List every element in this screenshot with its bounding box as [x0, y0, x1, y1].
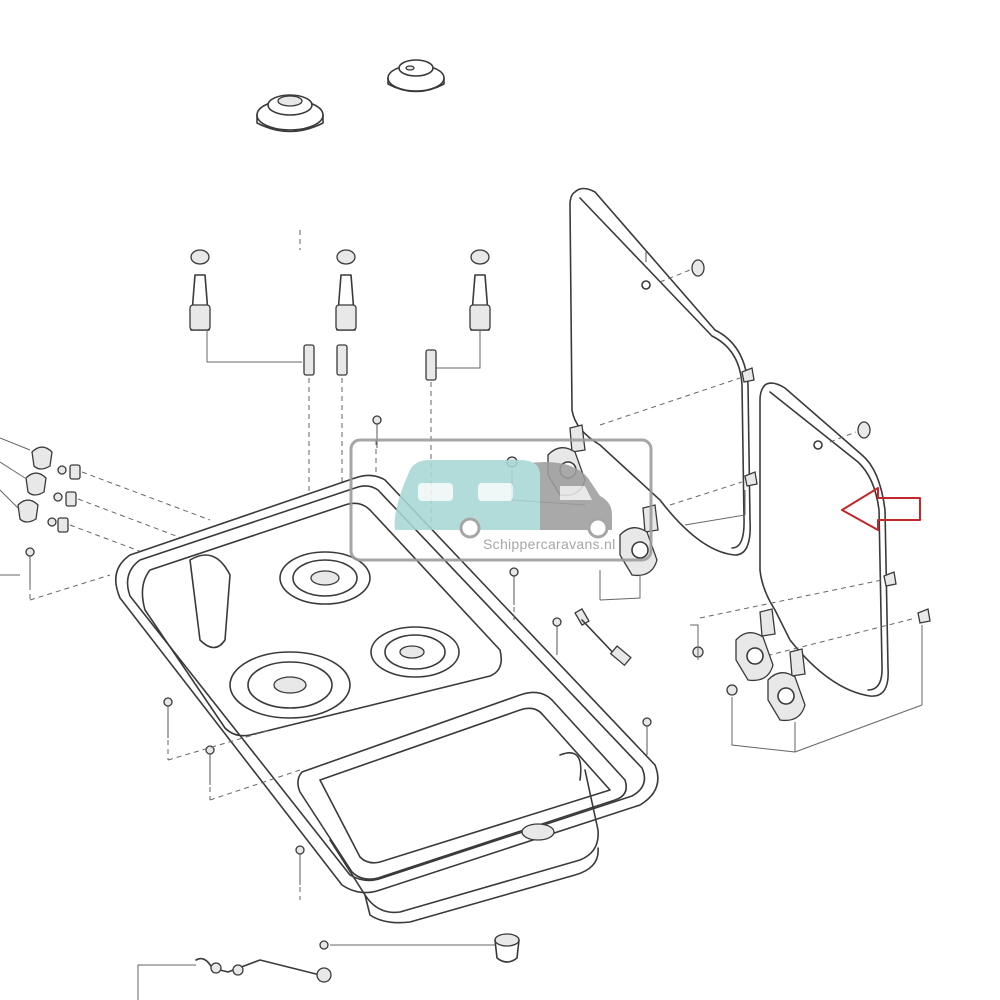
sink-basin: [297, 691, 628, 924]
knob-spindle-1: [189, 249, 315, 376]
left-arrow-icon: [841, 487, 921, 531]
drain-fitting: [330, 933, 520, 963]
watermark-text: Schippercaravans.nl: [483, 536, 616, 552]
lid-hinge-front-2: [726, 648, 806, 722]
knob-spindle-2: [335, 249, 357, 376]
glass-cover-lid-rear: [569, 187, 752, 556]
lid-hinge-rear-2: [619, 504, 659, 577]
lid-front-leaders: [690, 624, 923, 753]
burner-cap-large: [256, 94, 324, 133]
burner-front-left: [229, 651, 351, 719]
burner-cap-small: [387, 59, 445, 93]
burner-rear-left: [279, 551, 371, 605]
watermark-frame: [349, 438, 653, 562]
mounting-clip: [574, 608, 632, 667]
screws: [163, 415, 652, 950]
watermark-logo: [394, 460, 612, 539]
glass-cover-lid-front: [759, 382, 889, 697]
gas-pipe-assembly: [137, 957, 332, 1000]
lid-pins-front: [699, 571, 931, 705]
burner-front-right: [370, 626, 460, 678]
knob-spindle-3: [425, 249, 491, 381]
watermark: Schippercaravans.nl: [349, 438, 653, 562]
lid-hinge-front-1: [692, 608, 776, 682]
ignition-parts-left: [0, 437, 211, 601]
hob-sink-combination-plate: [114, 474, 659, 924]
